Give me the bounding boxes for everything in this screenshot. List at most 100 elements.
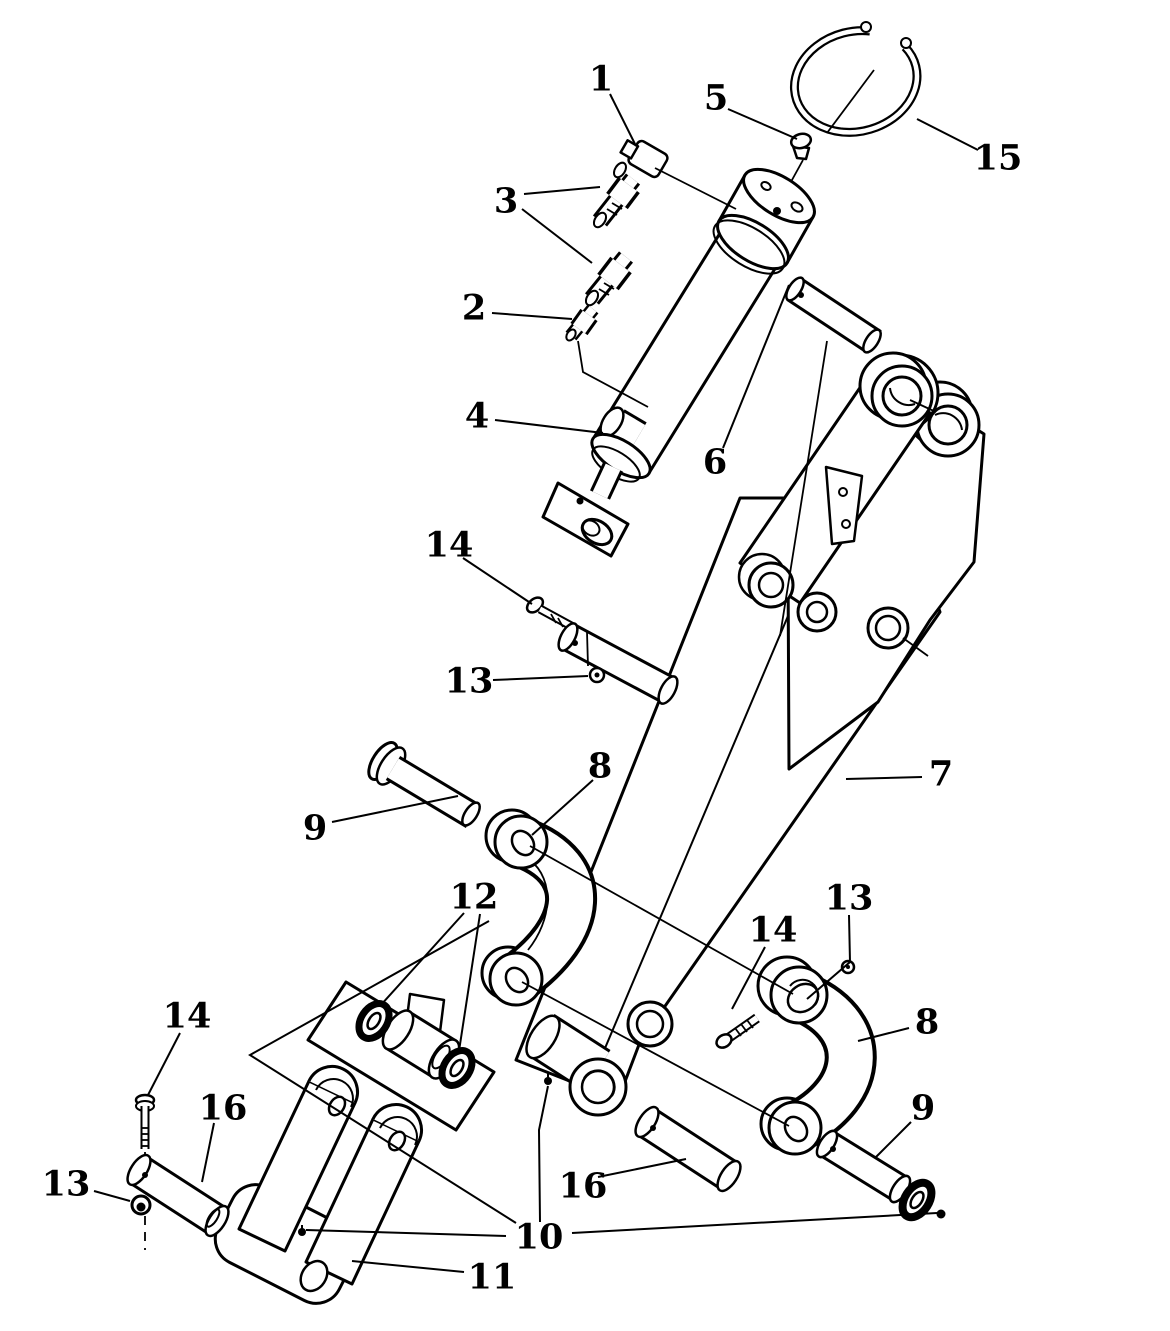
callout-16: 16	[559, 1158, 687, 1207]
leader-line	[609, 93, 637, 147]
callout-15: 15	[916, 118, 1023, 179]
callout-9: 9	[875, 1088, 935, 1158]
leader-line	[492, 675, 589, 681]
callout-14: 14	[147, 996, 212, 1096]
callout-14: 14	[731, 910, 798, 1010]
callout-label: 13	[445, 661, 494, 702]
leader-line	[806, 914, 852, 1000]
callout-label: 16	[199, 1088, 248, 1129]
callout-label: 8	[915, 1002, 939, 1043]
callout-5: 5	[704, 78, 798, 140]
curved-link-lower	[756, 955, 877, 1156]
elbow-fitting	[613, 139, 737, 210]
leader-line	[731, 946, 766, 1010]
callout-label: 1	[589, 59, 613, 100]
callout-label: 10	[515, 1217, 564, 1258]
leader-line	[351, 1260, 465, 1273]
link-pin-left	[367, 741, 481, 829]
callout-8: 8	[531, 746, 612, 836]
pivot-plate-rear	[786, 380, 986, 771]
callout-label: 12	[450, 877, 499, 918]
leader-line	[331, 795, 459, 823]
callout-label: 5	[704, 78, 728, 119]
callout-label: 2	[462, 288, 486, 329]
leader-line	[521, 208, 593, 264]
leader-line	[494, 419, 604, 434]
callout-label: 11	[468, 1257, 517, 1298]
callout-13: 13	[806, 878, 874, 1000]
callout-2: 2	[462, 288, 573, 329]
trunnion-bracket	[306, 980, 496, 1132]
callout-label: 7	[929, 754, 953, 795]
mid-pin-group	[525, 596, 679, 705]
right-fastener-group	[715, 959, 856, 1049]
callout-11: 11	[351, 1257, 517, 1298]
leader-line	[857, 1027, 910, 1042]
callout-label: 6	[703, 442, 727, 483]
callout-1: 1	[589, 59, 637, 147]
callout-label: 9	[303, 808, 327, 849]
bolt-head	[525, 596, 545, 614]
leader-line	[727, 108, 798, 140]
callout-6: 6	[703, 284, 790, 483]
leader-line	[305, 1229, 507, 1237]
callout-12: 12	[248, 877, 517, 1224]
left-fastener-group	[126, 1093, 230, 1250]
link-pair-lines	[521, 845, 794, 1127]
link-pin-right	[815, 1129, 946, 1222]
hydraulic-cylinder	[541, 167, 816, 558]
callout-label: 16	[559, 1166, 608, 1207]
callout-label: 14	[425, 525, 474, 566]
leader-line	[491, 312, 573, 320]
callout-10: 10	[305, 1085, 938, 1258]
bolt-head	[715, 1033, 733, 1049]
leader-line	[597, 1158, 687, 1178]
callout-16: 16	[199, 1088, 248, 1183]
leader-line	[93, 1190, 131, 1202]
leader-line	[147, 1032, 181, 1096]
callout-13: 13	[42, 1164, 131, 1205]
callout-label: 13	[825, 878, 874, 919]
callout-label: 15	[974, 138, 1023, 179]
leader-line	[722, 284, 790, 449]
callout-label: 14	[163, 996, 212, 1037]
pivot-plate-front	[737, 351, 940, 633]
callout-label: 14	[749, 910, 798, 951]
leader-line	[845, 776, 923, 780]
adapter-fitting-upper	[592, 173, 641, 229]
leader-line	[458, 913, 481, 1052]
callout-label: 13	[42, 1164, 91, 1205]
leader-line	[537, 1085, 549, 1223]
callout-label: 8	[588, 746, 612, 787]
callout-label: 9	[911, 1088, 935, 1129]
straight-fitting	[565, 304, 649, 408]
callout-3: 3	[494, 181, 601, 264]
callout-7: 7	[845, 754, 953, 795]
fork-bracket	[213, 1065, 423, 1305]
upper-pivot-pin	[779, 276, 882, 637]
leader-line	[571, 1212, 938, 1234]
callout-label: 4	[465, 396, 489, 437]
grease-fitting-dot	[544, 1077, 552, 1085]
snap-ring	[789, 21, 922, 137]
callout-9: 9	[303, 795, 459, 849]
cylinder-port-boss	[599, 406, 647, 452]
lower-pin-center	[634, 1105, 742, 1193]
leader-line	[248, 920, 517, 1224]
grease-fitting-dot	[298, 1228, 306, 1236]
callout-13: 13	[445, 661, 589, 702]
adapter-fitting-lower	[584, 251, 633, 307]
leader-line	[462, 557, 533, 605]
callout-8: 8	[857, 1002, 939, 1043]
arm-lower-bosses	[525, 1000, 674, 1117]
leader-line	[875, 1121, 912, 1158]
callout-4: 4	[465, 396, 604, 437]
leader-line	[531, 779, 594, 836]
callout-label: 3	[494, 181, 518, 222]
leader-line	[916, 118, 979, 151]
leader-line	[523, 186, 601, 195]
callout-14: 14	[425, 525, 533, 605]
